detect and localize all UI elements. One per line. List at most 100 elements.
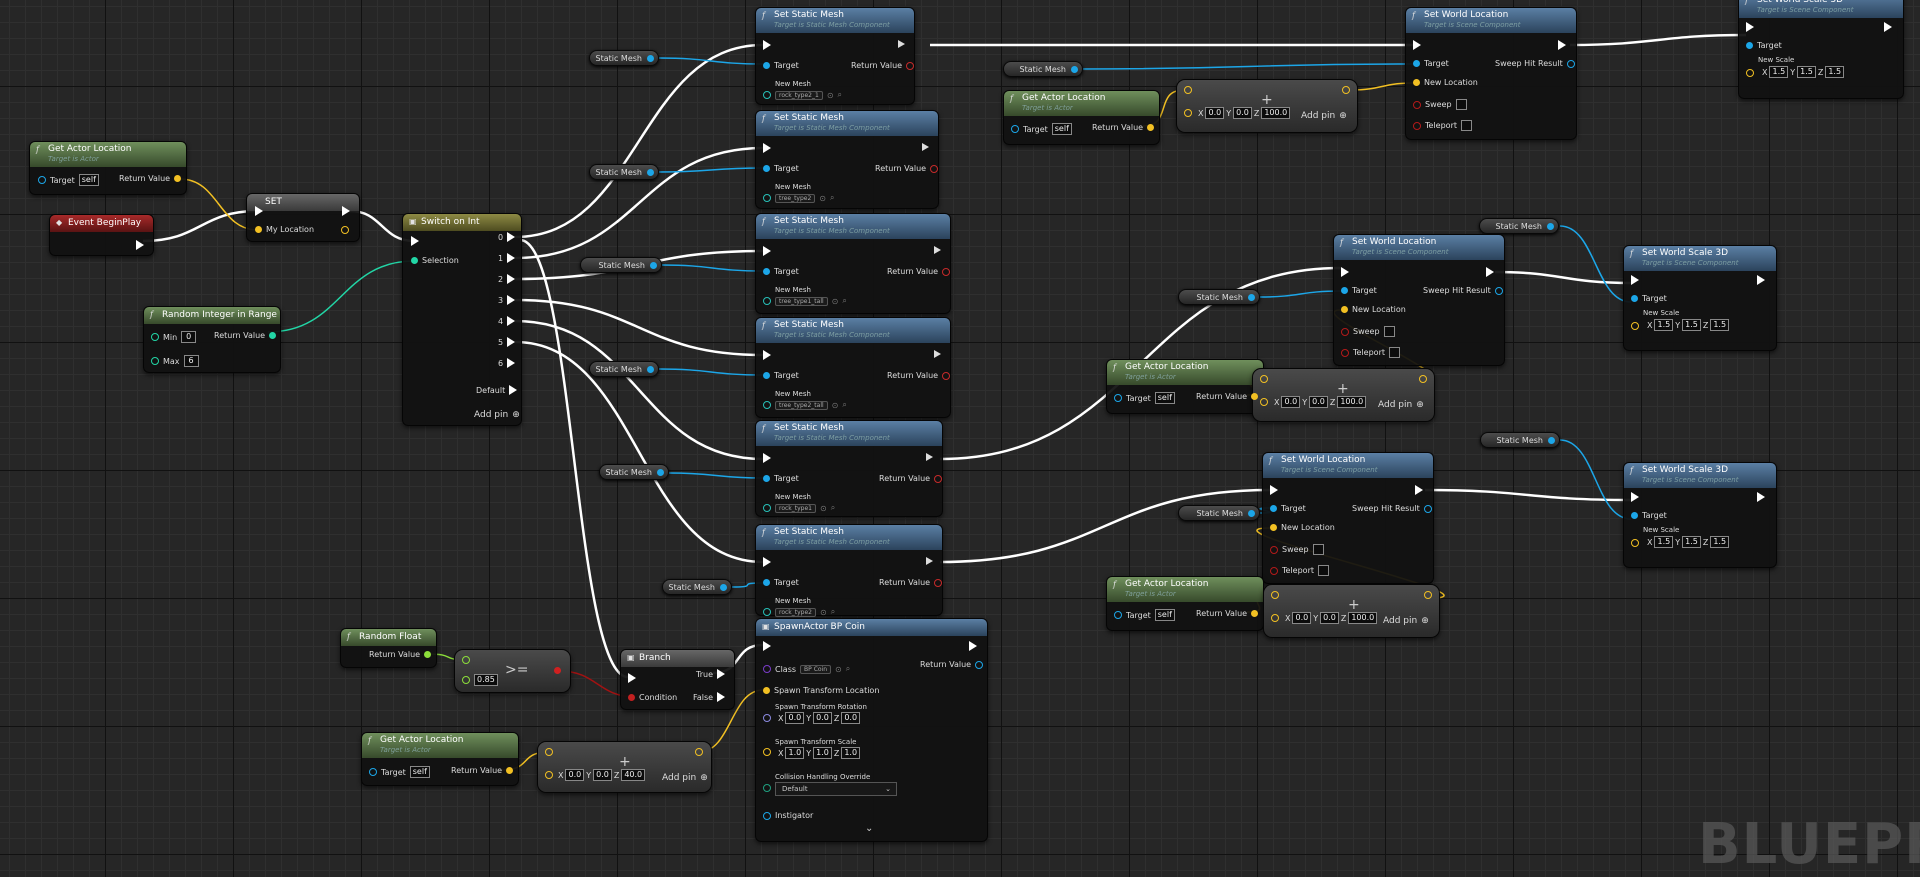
set-world-scale-3d-2-target-pin-icon[interactable]: [1631, 295, 1638, 302]
set-static-mesh-1-search-icon[interactable]: ⌕: [837, 90, 843, 99]
spawn-return-pin-icon[interactable]: [975, 660, 984, 669]
set-world-location-2-target-pin-icon[interactable]: [1341, 287, 1348, 294]
set-static-mesh-1-target-pin-icon[interactable]: [763, 62, 770, 69]
static-mesh-var-2-pin-icon[interactable]: [647, 168, 654, 176]
set-static-mesh-4-exec-out[interactable]: [934, 350, 941, 358]
branch-exec-in[interactable]: [628, 673, 636, 683]
set-world-location-1-target-pin-icon[interactable]: [1413, 60, 1420, 67]
branch-condition-pin-icon[interactable]: [628, 694, 635, 701]
random-float-return-pin-icon[interactable]: [424, 651, 432, 658]
set-world-location-3-sweep-pin-icon[interactable]: [1270, 545, 1278, 554]
add-vector-coin-add-pin-plus-icon[interactable]: ⊕: [700, 773, 708, 783]
static-mesh-var-4-pin-icon[interactable]: [647, 365, 654, 373]
static-mesh-var-2[interactable]: Static Mesh: [589, 164, 659, 180]
switch-out-3[interactable]: 3: [498, 295, 516, 305]
set-world-location-1-teleport-pin-icon[interactable]: [1413, 121, 1421, 130]
set-static-mesh-4-browse-icon[interactable]: ⊙: [831, 400, 839, 410]
get-actor-location-right-3-self-input[interactable]: self: [1154, 609, 1175, 621]
set-static-mesh-6-search-icon[interactable]: ⌕: [830, 607, 836, 616]
set-world-location-2-exec-out[interactable]: [1486, 267, 1494, 277]
set-world-scale-3d-3-target-pin-icon[interactable]: [1631, 512, 1638, 519]
set-static-mesh-2-browse-icon[interactable]: ⊙: [819, 193, 826, 203]
set-static-mesh-3-return[interactable]: Return Value: [887, 267, 951, 276]
add-vector-3-vector-x-input[interactable]: 0.0: [1292, 612, 1312, 624]
set-world-location-1-sweep-hit-pin-icon[interactable]: [1566, 59, 1575, 68]
set-static-mesh-1-exec-out[interactable]: [898, 40, 905, 48]
set-static-mesh-3-exec-out[interactable]: [934, 246, 941, 254]
set-world-location-1-teleport[interactable]: Teleport: [1413, 120, 1472, 131]
set-world-location-3-new-location[interactable]: New Location: [1270, 523, 1335, 532]
set-world-location-3-sweep-hit-pin-icon[interactable]: [1423, 504, 1432, 513]
spawn-rotation-y-input[interactable]: 0.0: [813, 712, 832, 724]
gal-bottom-self-input[interactable]: self: [409, 766, 430, 778]
set-world-scale-3d-1-exec-in[interactable]: [1746, 22, 1754, 32]
set-world-scale-3d-3-exec-out[interactable]: [1757, 492, 1765, 502]
add-vector-coin[interactable]: [537, 741, 712, 793]
spawn-rotation-x-input[interactable]: 0.0: [785, 712, 805, 724]
set-static-mesh-4-search-icon[interactable]: ⌕: [842, 400, 847, 409]
set-static-mesh-5-exec-in-exec-icon[interactable]: [763, 453, 771, 463]
set-world-location-1-teleport-checkbox[interactable]: [1461, 120, 1472, 131]
set-world-location-2-new-location[interactable]: New Location: [1341, 305, 1406, 314]
switch-out-1[interactable]: 1: [498, 253, 516, 263]
set-static-mesh-6-return-pin-icon[interactable]: [934, 578, 943, 587]
set-static-mesh-6-new-mesh-icon[interactable]: [763, 608, 771, 616]
set-my-location-pin[interactable]: My Location: [255, 225, 314, 234]
branch-exec-in-exec-icon[interactable]: [628, 673, 636, 683]
switch-out-1-exec-icon[interactable]: [507, 253, 516, 263]
set-static-mesh-2-target-pin-icon[interactable]: [763, 165, 770, 172]
set-world-location-3-new-location-pin-icon[interactable]: [1270, 524, 1277, 531]
set-world-scale-3d-3-new-scale-icon[interactable]: [1631, 539, 1639, 547]
set-static-mesh-4-return[interactable]: Return Value: [887, 371, 951, 380]
set-static-mesh-2-search-icon[interactable]: ⌕: [830, 193, 835, 202]
get-actor-location-right-3-target-pin-icon[interactable]: [1114, 611, 1122, 619]
add-vector-coin-out-icon[interactable]: [695, 748, 703, 756]
set-world-location-2-exec-in-exec-icon[interactable]: [1341, 267, 1349, 277]
switch-exec-in-exec-icon[interactable]: [411, 236, 419, 246]
random-int-return-pin-icon[interactable]: [269, 332, 277, 339]
set-world-location-2-sweep-hit[interactable]: Sweep Hit Result: [1423, 286, 1503, 295]
spawn-location-pin-icon[interactable]: [763, 687, 770, 694]
set-world-location-3-teleport-pin-icon[interactable]: [1270, 566, 1278, 575]
spawn-exec-in[interactable]: [763, 641, 771, 651]
add-vector-2-in-b-icon[interactable]: [1260, 398, 1268, 406]
branch-true[interactable]: True: [696, 669, 725, 679]
add-vector-1[interactable]: [1176, 79, 1358, 133]
set-world-location-2-exec-in[interactable]: [1341, 267, 1349, 277]
set-exec-out[interactable]: [342, 206, 350, 216]
spawn-scale-y-input[interactable]: 1.0: [813, 747, 832, 759]
add-vector-3-in-a-icon[interactable]: [1271, 591, 1279, 599]
add-vector-1-in-b-icon[interactable]: [1184, 109, 1192, 117]
gal-left-return-pin-icon[interactable]: [174, 175, 182, 182]
gal-left-return[interactable]: Return Value: [119, 174, 182, 183]
switch-selection-pin-icon[interactable]: [411, 257, 418, 264]
set-world-scale-3d-2-exec-in[interactable]: [1631, 275, 1639, 285]
switch-on-int-header[interactable]: ▣Switch on Int: [403, 214, 521, 231]
set-static-mesh-1-return-pin-icon[interactable]: [906, 61, 915, 70]
set-world-scale-3d-3-new-scale-z-input[interactable]: 1.5: [1710, 536, 1730, 548]
static-mesh-var-9-pin-icon[interactable]: [1248, 293, 1255, 301]
spawnactor-bp-coin-header[interactable]: ▣SpawnActor BP Coin: [756, 619, 987, 636]
set-static-mesh-3-search-icon[interactable]: ⌕: [842, 296, 847, 305]
set-world-scale-3d-3-exec-out-exec-icon[interactable]: [1757, 492, 1765, 502]
set-world-location-3-exec-in[interactable]: [1270, 485, 1278, 495]
add-vector-1-vector-x-input[interactable]: 0.0: [1205, 107, 1225, 119]
spawn-location[interactable]: Spawn Transform Location: [763, 686, 879, 695]
